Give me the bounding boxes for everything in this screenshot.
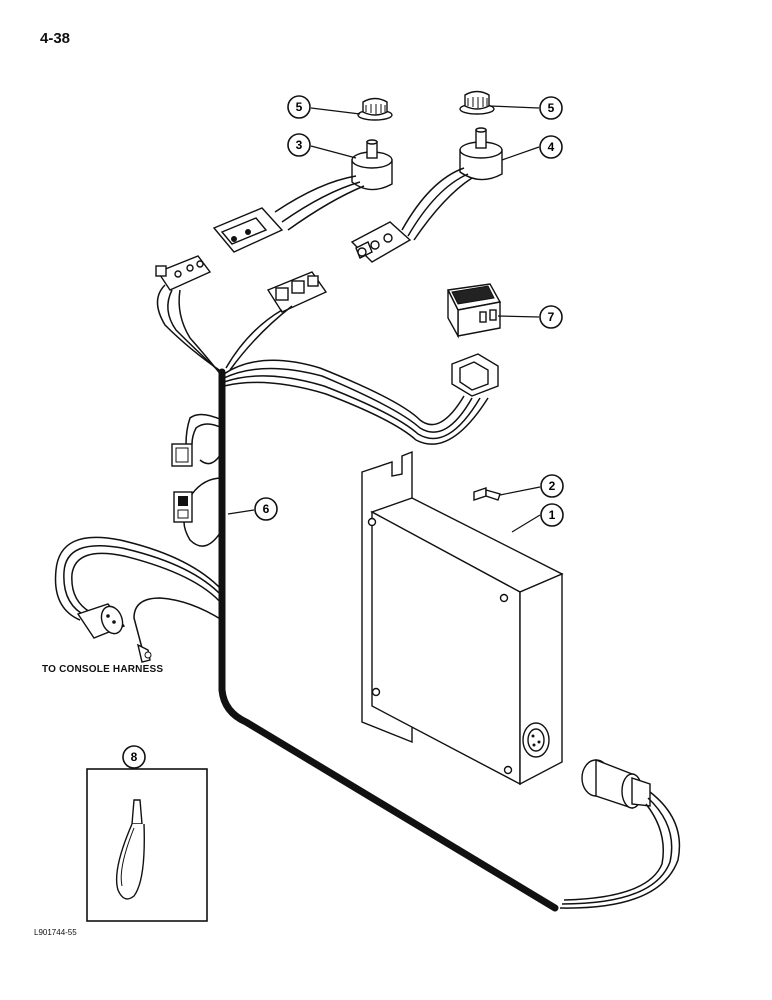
connector-side-b xyxy=(173,491,193,523)
controller-box xyxy=(361,450,564,786)
callout-6: 6 xyxy=(254,497,278,521)
callout-4: 4 xyxy=(539,135,563,159)
connector-right xyxy=(451,353,499,397)
callout-2: 2 xyxy=(540,474,564,498)
ring-terminal xyxy=(136,643,152,663)
callout-3: 3 xyxy=(287,133,311,157)
connector-upper-left xyxy=(155,255,212,291)
potentiometer-3 xyxy=(351,139,393,191)
knob-right xyxy=(459,90,495,115)
svg-text:8: 8 xyxy=(131,750,138,764)
page-number: 4-38 xyxy=(40,30,71,47)
potentiometer-4 xyxy=(459,127,503,181)
console-harness-label: TO CONSOLE HARNESS xyxy=(42,664,164,675)
rocker-switch-7 xyxy=(446,283,502,339)
svg-text:6: 6 xyxy=(263,502,270,516)
svg-text:5: 5 xyxy=(296,100,303,114)
round-connector-plug xyxy=(581,758,651,809)
svg-text:2: 2 xyxy=(549,479,556,493)
callout-5-left: 5 xyxy=(287,95,311,119)
callout-1: 1 xyxy=(540,503,564,527)
connector-pot3 xyxy=(212,207,284,253)
connector-upper-middle xyxy=(266,271,328,313)
knob-left xyxy=(357,97,393,121)
bolt-2 xyxy=(473,487,501,501)
callout-7: 7 xyxy=(539,305,563,329)
svg-text:1: 1 xyxy=(549,508,556,522)
svg-text:3: 3 xyxy=(296,138,303,152)
svg-text:5: 5 xyxy=(548,101,555,115)
connector-pot4 xyxy=(350,221,412,263)
callout-8: 8 xyxy=(122,745,146,769)
main-harness-trunk xyxy=(218,368,559,912)
figure-code: L901744-55 xyxy=(34,928,77,937)
connector-side-a xyxy=(171,443,193,467)
inset-box-8 xyxy=(86,768,208,922)
svg-text:7: 7 xyxy=(548,310,555,324)
svg-text:4: 4 xyxy=(548,140,555,154)
callout-5-right: 5 xyxy=(539,96,563,120)
console-harness-plug xyxy=(76,603,126,639)
